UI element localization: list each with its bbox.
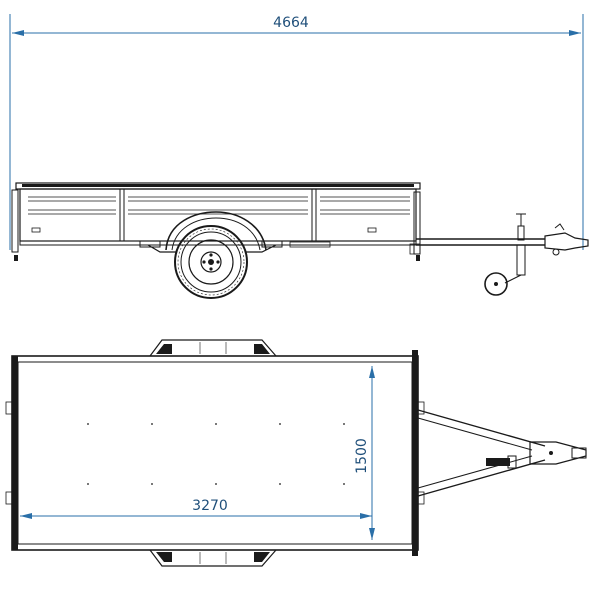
top-view (5, 339, 587, 567)
jockey-wheel-top (486, 458, 510, 466)
side-view (11, 182, 589, 299)
spring-mount-right (261, 240, 283, 248)
fender-top-upper-mark-right (254, 344, 270, 354)
overall-length-dimension: 4664 (9, 14, 584, 250)
drawbar-arm-lower-inner (417, 455, 533, 489)
arrowhead-left (12, 30, 24, 36)
bed-width-label: 1500 (354, 438, 370, 474)
bed-frame-inner (17, 361, 413, 545)
bed-length-dimension: 3270 (20, 498, 372, 519)
tire-tread (177, 228, 245, 296)
fender-top-upper (149, 339, 277, 357)
bed-rear-board (12, 356, 18, 550)
front-bracket (409, 243, 421, 255)
wheel-tire (174, 225, 248, 299)
panel-ribs (28, 196, 410, 215)
drawbar-arm-upper-inner (417, 417, 533, 451)
jockey-tube (516, 244, 526, 276)
rear-light-upper (5, 401, 13, 415)
fender-inner (171, 217, 261, 251)
fender-top-lower-mark-right (254, 552, 270, 562)
drawbar-arm-lower-outer (417, 459, 546, 497)
jockey-clamp (517, 225, 525, 241)
hitch-safety-ring (552, 248, 560, 256)
floor-rivets (87, 423, 345, 485)
bed-width-arrow-top (369, 366, 375, 378)
rear-post-foot (14, 255, 18, 261)
bed-width-dimension: 1500 (354, 366, 375, 540)
coupler-ball (571, 447, 587, 459)
spring-mount-left (139, 240, 161, 248)
arrowhead-right (569, 30, 581, 36)
bed-length-arrow-right (360, 513, 372, 519)
wheel-rim (188, 239, 234, 285)
wheel-bolts (202, 253, 220, 271)
wheel-tire-inner (180, 231, 242, 293)
front-fitting-lower (417, 491, 425, 505)
hitch-handle (554, 223, 565, 231)
bed-length-label: 3270 (192, 498, 228, 514)
fitting-left (31, 227, 41, 233)
bed-length-arrow-left (20, 513, 32, 519)
jockey-wheel (484, 272, 508, 296)
fender-top-lower-mark-left (156, 552, 172, 562)
fitting-right (367, 227, 377, 233)
chassis-box (289, 241, 331, 248)
suspension-right (246, 244, 277, 253)
jockey-wheel-hub (494, 282, 498, 286)
rear-light-lower (5, 491, 13, 505)
rear-post (11, 189, 19, 253)
overall-length-label: 4664 (273, 15, 309, 31)
fender-top-upper-mark-left (156, 344, 172, 354)
front-post-foot (416, 255, 420, 261)
coupler-head (529, 441, 587, 465)
top-rail-fill (22, 184, 414, 187)
fender-top-lower (149, 549, 277, 567)
hitch-coupler (544, 232, 589, 251)
wheel-center (208, 259, 214, 265)
coupler-pin (549, 451, 553, 455)
bed-width-arrow-bottom (369, 528, 375, 540)
jockey-clamp-top (507, 455, 517, 469)
jockey-fork (504, 274, 522, 284)
bed-front-board (412, 350, 418, 556)
fender (165, 211, 267, 251)
drawbar-arm-upper-outer (417, 409, 546, 447)
front-fitting-upper (417, 401, 425, 415)
wheel-hub (200, 251, 222, 273)
